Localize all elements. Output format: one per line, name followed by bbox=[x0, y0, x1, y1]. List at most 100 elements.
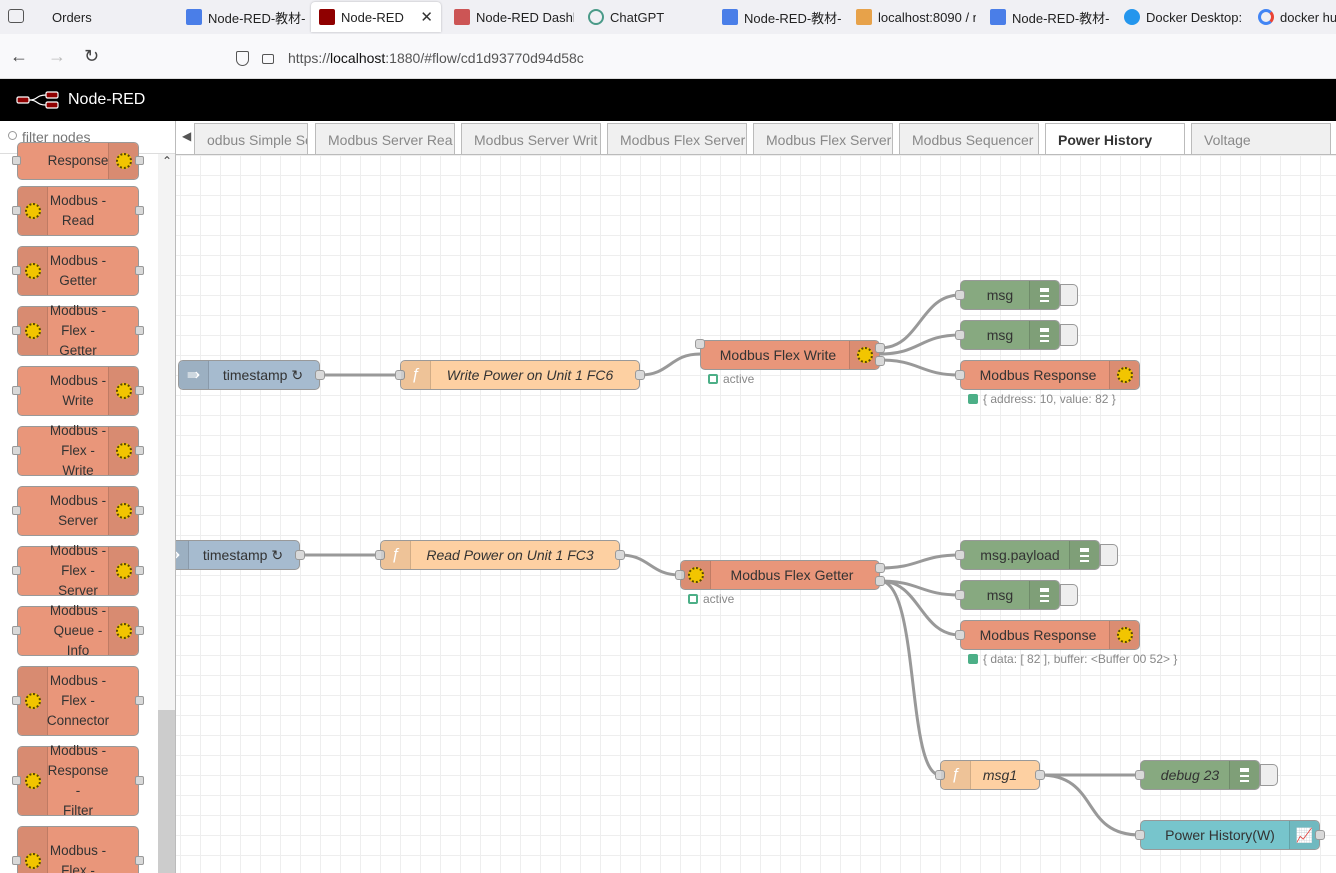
output-port[interactable] bbox=[615, 550, 625, 560]
inject-node-timestamp-1[interactable]: ⇛ timestamp ↻ bbox=[178, 360, 325, 390]
tab-modbus-sequencer[interactable]: Modbus Sequencer bbox=[899, 123, 1039, 154]
output-port[interactable] bbox=[1035, 770, 1045, 780]
palette-scrollbar[interactable]: ⌃ bbox=[158, 154, 175, 873]
input-port[interactable] bbox=[695, 339, 705, 349]
modbus-gear-icon bbox=[18, 827, 48, 873]
input-port[interactable] bbox=[375, 550, 385, 560]
browser-tab-label: Node-RED-教材- bbox=[208, 10, 306, 26]
input-port[interactable] bbox=[955, 370, 965, 380]
lock-icon[interactable] bbox=[262, 54, 274, 64]
modbus-response-node-2[interactable]: Modbus Response bbox=[955, 620, 1140, 650]
output-port[interactable] bbox=[295, 550, 305, 560]
palette-port bbox=[135, 626, 144, 635]
output-port[interactable] bbox=[1315, 830, 1325, 840]
status-text: { data: [ 82 ], buffer: <Buffer 00 52> } bbox=[983, 652, 1178, 666]
browser-tab-doc-1[interactable]: Node-RED-教材- bbox=[178, 2, 306, 32]
input-port[interactable] bbox=[955, 630, 965, 640]
debug-toggle-button[interactable] bbox=[1060, 284, 1078, 306]
tab-modbus-flex-server-2[interactable]: Modbus Flex Server bbox=[753, 123, 893, 154]
output-port[interactable] bbox=[875, 343, 885, 353]
palette-port bbox=[12, 856, 21, 865]
browser-tab-google[interactable]: docker hul bbox=[1250, 2, 1336, 32]
input-port[interactable] bbox=[955, 330, 965, 340]
palette-node[interactable]: Modbus - Flex - Write bbox=[12, 423, 144, 478]
palette-node[interactable]: Modbus - Flex - bbox=[12, 826, 144, 873]
url-bar[interactable]: https://localhost:1880/#flow/cd1d93770d9… bbox=[288, 50, 584, 66]
palette-node-label: Modbus - Getter bbox=[49, 253, 107, 288]
input-port[interactable] bbox=[675, 570, 685, 580]
debug-toggle-button[interactable] bbox=[1060, 584, 1078, 606]
browser-tab-doc-3[interactable]: Node-RED-教材- bbox=[982, 2, 1110, 32]
node-label: Modbus Response bbox=[979, 627, 1097, 643]
back-icon[interactable]: ← bbox=[10, 46, 28, 66]
palette-node[interactable]: Modbus - Flex - Connector bbox=[12, 666, 144, 736]
tab-modbus-server-write[interactable]: Modbus Server Writ bbox=[461, 123, 601, 154]
filter-nodes-input[interactable] bbox=[22, 129, 162, 145]
palette-node[interactable]: Response bbox=[12, 142, 144, 180]
function-node-write-power[interactable]: ƒ Write Power on Unit 1 FC6 bbox=[395, 360, 645, 390]
browser-tab-node-red[interactable]: Node-RED✕ bbox=[311, 2, 441, 32]
debug-node-msg-payload[interactable]: msg.payload bbox=[955, 540, 1100, 570]
debug-toggle-button[interactable] bbox=[1260, 764, 1278, 786]
output-port[interactable] bbox=[635, 370, 645, 380]
url-host: localhost bbox=[330, 50, 386, 66]
palette-node[interactable]: Modbus - Flex - Server bbox=[12, 543, 144, 598]
input-port[interactable] bbox=[955, 590, 965, 600]
reload-icon[interactable]: ↻ bbox=[84, 46, 100, 66]
phpmyadmin-icon bbox=[856, 9, 872, 25]
tab-power-history[interactable]: Power History bbox=[1045, 123, 1185, 154]
browser-tab-chatgpt[interactable]: ChatGPT bbox=[580, 2, 708, 32]
tab-overview-icon[interactable] bbox=[8, 9, 24, 23]
browser-tab-doc-2[interactable]: Node-RED-教材- bbox=[714, 2, 842, 32]
debug-list-icon bbox=[1029, 581, 1059, 609]
browser-tab-label: ChatGPT bbox=[610, 9, 665, 25]
browser-tab-label: Node-RED-教材- bbox=[1012, 10, 1110, 26]
palette-node[interactable]: Modbus - Getter bbox=[12, 246, 144, 296]
debug-node-msg-1[interactable]: msg bbox=[955, 280, 1060, 310]
tab-modbus-simple-server[interactable]: odbus Simple Ser bbox=[194, 123, 308, 154]
palette-node[interactable]: Modbus - Response - Filter bbox=[12, 743, 144, 818]
input-port[interactable] bbox=[1135, 830, 1145, 840]
tab-modbus-flex-server-1[interactable]: Modbus Flex Server bbox=[607, 123, 747, 154]
browser-tab-localhost[interactable]: localhost:8090 / n bbox=[848, 2, 976, 32]
forward-icon[interactable]: → bbox=[48, 46, 66, 66]
debug-node-msg-3[interactable]: msg bbox=[955, 580, 1060, 610]
chevron-up-icon[interactable]: ⌃ bbox=[162, 154, 173, 168]
input-port[interactable] bbox=[955, 290, 965, 300]
shield-icon[interactable] bbox=[236, 51, 249, 66]
output-port[interactable] bbox=[875, 576, 885, 586]
modbus-response-node-1[interactable]: Modbus Response bbox=[955, 360, 1140, 390]
palette-node[interactable]: Modbus - Flex - Getter bbox=[12, 303, 144, 358]
palette-node[interactable]: Modbus - Queue - Info bbox=[12, 603, 144, 658]
scrollbar-thumb[interactable] bbox=[158, 710, 175, 873]
output-port[interactable] bbox=[315, 370, 325, 380]
output-port[interactable] bbox=[875, 563, 885, 573]
debug-node-23[interactable]: debug 23 bbox=[1135, 760, 1260, 790]
close-icon[interactable]: ✕ bbox=[420, 9, 433, 26]
input-port[interactable] bbox=[395, 370, 405, 380]
palette-node[interactable]: Modbus - Read bbox=[12, 186, 144, 236]
browser-tab-docker[interactable]: Docker Desktop: bbox=[1116, 2, 1244, 32]
palette-node[interactable]: Modbus - Server bbox=[12, 486, 144, 536]
scroll-left-icon[interactable]: ◀ bbox=[182, 129, 192, 143]
debug-toggle-button[interactable] bbox=[1060, 324, 1078, 346]
chart-node-power-history[interactable]: Power History(W) 📈 bbox=[1135, 820, 1325, 850]
debug-node-msg-2[interactable]: msg bbox=[955, 320, 1060, 350]
input-port[interactable] bbox=[935, 770, 945, 780]
browser-tab-dashboard[interactable]: Node-RED Dashb bbox=[446, 2, 574, 32]
inject-node-timestamp-2[interactable]: ⇛ timestamp ↻ bbox=[176, 540, 305, 570]
modbus-flex-write-node[interactable]: Modbus Flex Write bbox=[695, 339, 885, 370]
input-port[interactable] bbox=[955, 550, 965, 560]
function-node-msg1[interactable]: ƒ msg1 bbox=[935, 760, 1045, 790]
debug-toggle-button[interactable] bbox=[1100, 544, 1118, 566]
palette-port bbox=[135, 326, 144, 335]
flow-canvas[interactable]: ⇛ timestamp ↻ ƒ Write Power on Unit 1 FC… bbox=[176, 155, 1336, 873]
modbus-flex-getter-node[interactable]: Modbus Flex Getter bbox=[675, 560, 885, 590]
output-port[interactable] bbox=[875, 356, 885, 366]
function-node-read-power[interactable]: ƒ Read Power on Unit 1 FC3 bbox=[375, 540, 625, 570]
tab-modbus-server-read[interactable]: Modbus Server Rea bbox=[315, 123, 455, 154]
tab-voltage[interactable]: Voltage bbox=[1191, 123, 1331, 154]
input-port[interactable] bbox=[1135, 770, 1145, 780]
browser-tab-orders[interactable]: Orders bbox=[44, 2, 164, 32]
palette-node[interactable]: Modbus - Write bbox=[12, 366, 144, 416]
